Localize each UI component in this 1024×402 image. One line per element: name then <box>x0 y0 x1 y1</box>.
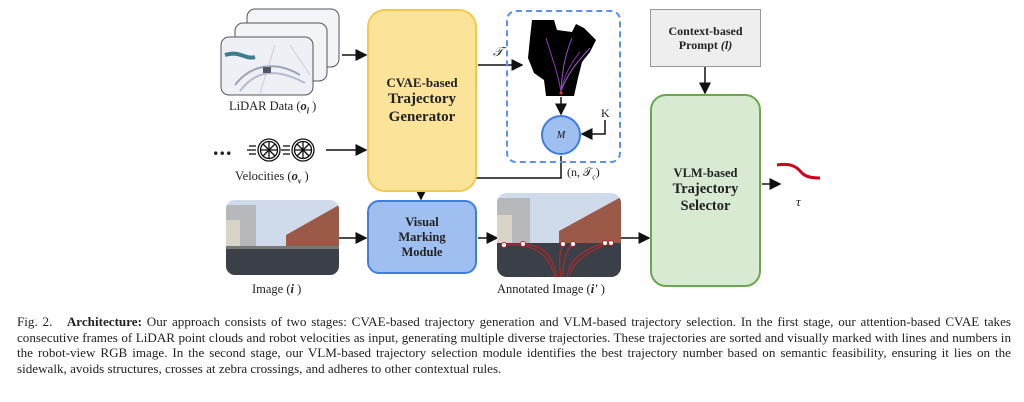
sorting-node-m: M <box>541 115 581 155</box>
lidar-frames-image <box>220 8 340 96</box>
k-label: K <box>601 106 610 120</box>
costmap-trajectories-image <box>528 20 596 96</box>
context-prompt-box: Context-based Prompt (l) <box>650 9 761 67</box>
figure-caption: Fig. 2. Architecture: Our approach consi… <box>17 314 1011 377</box>
vlm-trajectory-selector-box: VLM-based Trajectory Selector <box>650 94 761 287</box>
caption-heading: Architecture: <box>66 314 142 329</box>
velocities-label: Velocities (ov ) <box>235 169 309 186</box>
sorted-trajectories-label: (n, 𝒯c) <box>567 165 600 182</box>
output-trajectory-label: τ <box>796 194 801 209</box>
lidar-data-label: LiDAR Data (ol ) <box>229 99 317 116</box>
annotated-image-label: Annotated Image (i' ) <box>497 282 605 296</box>
caption-text: Our approach consists of two stages: CVA… <box>17 314 1011 377</box>
wheel-icon <box>247 138 315 162</box>
trajectory-set-label: 𝒯 <box>493 44 503 59</box>
velocity-ellipsis: ... <box>213 135 233 160</box>
architecture-diagram: LiDAR Data (ol ) ... Velocities (ov ) CV… <box>213 8 821 296</box>
image-label: Image (i ) <box>252 282 302 296</box>
visual-marking-module-box: Visual Marking Module <box>367 200 477 274</box>
arrow-k-to-m <box>580 120 606 140</box>
robot-view-image <box>226 200 339 275</box>
trajectory-sorting-region <box>506 10 621 163</box>
annotated-image <box>497 193 621 277</box>
cvae-trajectory-generator-box: CVAE-based Trajectory Generator <box>367 9 477 192</box>
figure-number: Fig. 2. <box>17 314 53 329</box>
output-trajectory-curve <box>776 162 821 180</box>
